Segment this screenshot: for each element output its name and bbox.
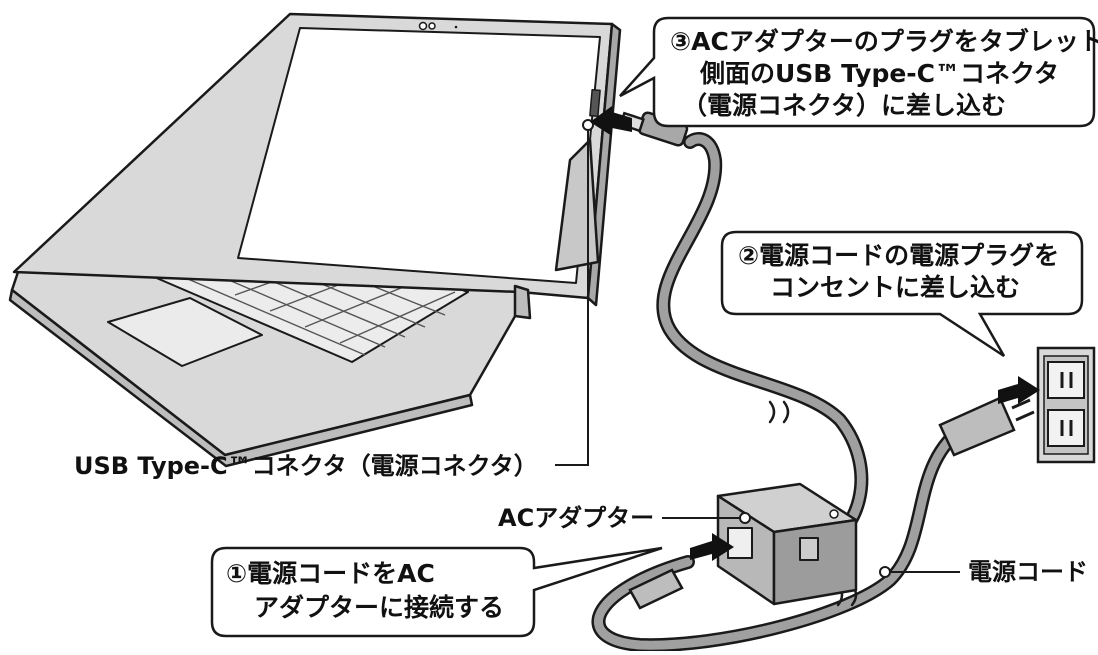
usb-c-port <box>589 88 601 118</box>
camera-icon <box>418 21 428 31</box>
outlet-socket-bottom <box>1047 409 1085 447</box>
cable-break-mark <box>768 400 790 424</box>
step3-line1: ③ACアダプターのプラグをタブレット <box>670 27 1098 56</box>
light-sensor-icon <box>454 25 458 29</box>
step2-line2: コンセントに差し込む <box>770 273 1020 302</box>
step3-line3: （電源コネクタ）に差し込む <box>682 91 1006 120</box>
hinge <box>513 284 532 320</box>
power-plug <box>938 396 1035 457</box>
label-usb-connector: USB Type-C™コネクタ（電源コネクタ） <box>74 452 538 480</box>
label-ac-adapter-group: ACアダプター <box>498 504 751 532</box>
callout-step2: ②電源コードの電源プラグを コンセントに差し込む <box>720 230 1084 358</box>
step1-line2: アダプターに接続する <box>254 593 504 622</box>
ac-adapter <box>716 482 858 606</box>
keyboard-base-edge <box>8 288 474 468</box>
label-power-cord: 電源コード <box>968 558 1088 586</box>
callout-step3: ③ACアダプターのプラグをタブレット 側面のUSB Type-C™コネクタ （電… <box>619 16 1098 128</box>
arrow-to-adapter-icon <box>690 533 734 561</box>
arrow-to-tablet-icon <box>590 106 632 136</box>
display-screen <box>237 27 601 284</box>
camera-sensor-icon <box>428 22 436 30</box>
adapter-cable-strain-relief <box>799 537 819 561</box>
step3-line2: 側面のUSB Type-C™コネクタ <box>699 59 1059 88</box>
tablet-laptop <box>8 12 622 468</box>
arrow-to-outlet-icon <box>998 376 1040 404</box>
wall-outlet <box>1036 346 1096 464</box>
insert-arrows <box>590 106 1040 561</box>
adapter-cable <box>656 132 869 555</box>
cord-connector <box>628 568 684 610</box>
step1-line1: ①電源コードをAC <box>226 559 435 588</box>
label-ac-adapter: ACアダプター <box>498 504 654 532</box>
step2-line1: ②電源コードの電源プラグを <box>738 241 1059 270</box>
trackpad <box>107 297 263 367</box>
outlet-socket-top <box>1047 361 1085 399</box>
adapter-inlet <box>727 527 753 559</box>
usb-connector-leader <box>555 119 594 466</box>
cables <box>591 132 967 653</box>
label-power-cord-group: 電源コード <box>879 558 1088 586</box>
callout-step1: ①電源コードをAC アダプターに接続する <box>210 546 663 638</box>
